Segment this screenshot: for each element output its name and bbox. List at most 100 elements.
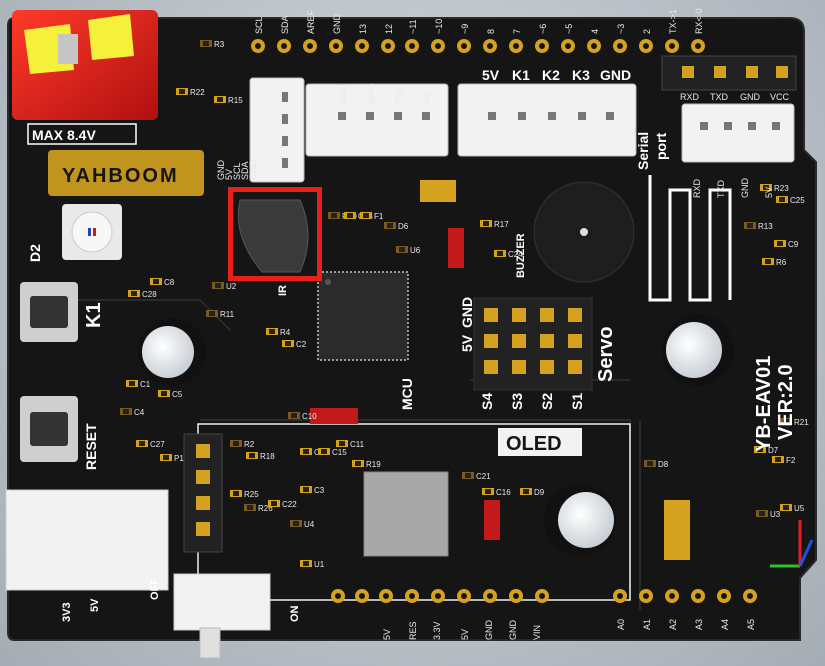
power-header-label: VIN [532, 625, 542, 640]
header-pin-label: 2 [642, 29, 652, 34]
component-ref: C11 [350, 440, 365, 449]
reset-button[interactable] [20, 396, 78, 462]
servo-pin[interactable] [512, 334, 526, 348]
model-label: YB-EAV01 [753, 356, 775, 452]
motor-label: GND [600, 67, 631, 83]
component-ref: C10 [302, 412, 317, 421]
p1-header[interactable] [183, 433, 223, 553]
component-ref: C21 [476, 472, 491, 481]
wifi-antenna-trace [648, 175, 732, 302]
i2c-label: GND [216, 160, 226, 181]
component-ref: R17 [494, 220, 509, 229]
ultrasonic-connector[interactable] [305, 83, 449, 157]
servo-pin[interactable] [540, 360, 554, 374]
reset-label: RESET [83, 423, 99, 470]
header-pin-label: RX<-0 [694, 8, 704, 34]
header-pin-label: 4 [590, 29, 600, 34]
analog-header-label: A2 [668, 619, 678, 630]
servo-pin[interactable] [484, 360, 498, 374]
header-pin-label: 8 [486, 29, 496, 34]
i2c-connector[interactable] [249, 77, 305, 183]
servo-pin[interactable] [540, 334, 554, 348]
inductor [363, 471, 449, 557]
power-switch[interactable] [173, 573, 271, 659]
component-ref: D7 [768, 446, 779, 455]
motor-label: 5V [482, 67, 500, 83]
ultrasonic-label: Echo [366, 83, 376, 104]
i2c-label: SCL [232, 162, 242, 180]
component-ref: R2 [244, 440, 255, 449]
power-select-3v3: 3V3 [61, 602, 73, 622]
servo-pin[interactable] [484, 334, 498, 348]
serial-port-connector[interactable] [681, 103, 795, 163]
component-ref: R19 [366, 460, 381, 469]
analog-header-label: A3 [694, 619, 704, 630]
mcu-chip [317, 271, 409, 361]
servo-row-5v: 5V [459, 334, 475, 352]
servo-pin[interactable] [568, 308, 582, 322]
servo-pin[interactable] [484, 308, 498, 322]
component-ref: C28 [142, 290, 157, 299]
i2c-label: 5V [224, 169, 234, 180]
i2c-label: SDA [240, 161, 250, 180]
servo-header[interactable] [473, 297, 593, 391]
ir-label: IR [277, 285, 289, 296]
header-pin-label: ~6 [538, 24, 548, 34]
usb-port[interactable] [5, 489, 169, 591]
header-pin-label: 7 [512, 29, 522, 34]
component-ref: F1 [374, 212, 384, 221]
oled-label: OLED [506, 433, 562, 455]
serial-top-label: TXD [710, 92, 729, 102]
power-header-label: 3.3V [432, 621, 442, 640]
digital-header [251, 39, 705, 53]
component-ref: R18 [260, 452, 275, 461]
servo-pin[interactable] [512, 308, 526, 322]
component-ref: U3 [770, 510, 781, 519]
servo-pin[interactable] [568, 334, 582, 348]
motor-label: K1 [512, 67, 530, 83]
power-header-label: 5V [460, 629, 470, 640]
component-ref: R6 [776, 258, 787, 267]
serial-side-label: GND [740, 178, 750, 199]
component-ref: C22 [282, 500, 297, 509]
servo-pin[interactable] [512, 360, 526, 374]
serial-side-label: 5V [764, 187, 774, 198]
analog-header-label: A4 [720, 619, 730, 630]
power-header-label: GND [484, 620, 494, 641]
component-ref: U6 [410, 246, 421, 255]
serial-port-label-2: port [653, 132, 669, 160]
serial-port-label-1: Serial [635, 132, 651, 170]
rgb-led [62, 204, 122, 260]
power-select-5v: 5V [89, 598, 101, 612]
i2c-label: GND [248, 160, 258, 181]
axis-gizmo [770, 520, 814, 568]
component-ref: R11 [220, 310, 235, 319]
k1-button[interactable] [20, 282, 78, 342]
analog-header-label: A5 [746, 619, 756, 630]
yahboom-logo-plate [48, 150, 204, 196]
servo-pin[interactable] [568, 360, 582, 374]
serial-top-label: VCC [770, 92, 790, 102]
component-ref: R13 [758, 222, 773, 231]
header-pin-label: SCL [254, 16, 264, 34]
servo-label: Servo [595, 326, 617, 382]
component-ref: C4 [134, 408, 145, 417]
header-pin-label: ~9 [460, 24, 470, 34]
power-terminal [12, 10, 158, 120]
component-ref: R26 [258, 504, 273, 513]
header-pin-label: ~3 [616, 24, 626, 34]
servo-pin[interactable] [540, 308, 554, 322]
component-ref: D9 [534, 488, 545, 497]
component-ref: C3 [314, 486, 325, 495]
serial-side-label: RXD [692, 178, 702, 198]
serial-top-label: RXD [680, 92, 700, 102]
analog-header-label: A0 [616, 619, 626, 630]
power-header-label: GND [508, 620, 518, 641]
motor-label: K3 [572, 67, 590, 83]
capacitor-left [138, 318, 206, 386]
component-ref: C16 [496, 488, 511, 497]
encoder-connector[interactable] [457, 83, 637, 157]
switch-off-label: OFF [149, 578, 161, 600]
component-ref: U5 [794, 504, 805, 513]
